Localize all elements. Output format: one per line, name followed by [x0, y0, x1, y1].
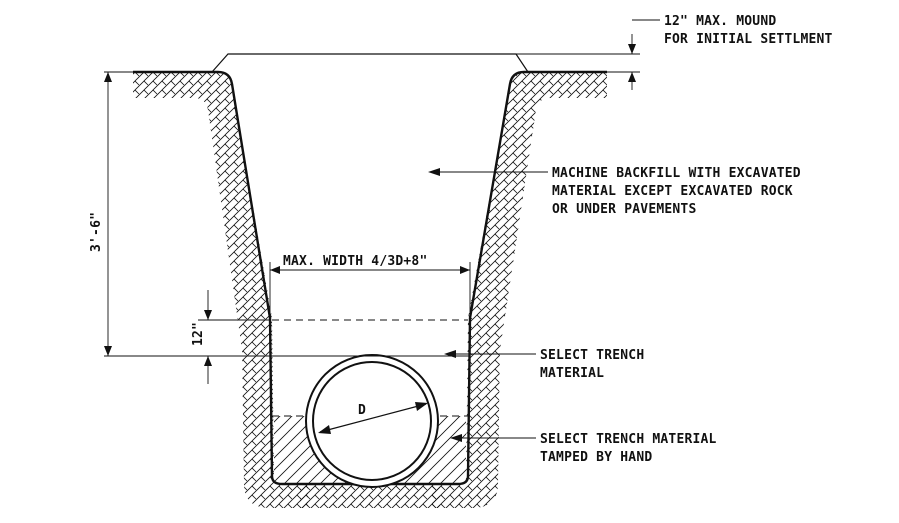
max-width-dimension	[269, 262, 471, 318]
depth-dimension	[104, 71, 470, 357]
backfill-label-line3: OR UNDER PAVEMENTS	[552, 202, 696, 217]
tamped-material-label-line1: SELECT TRENCH MATERIAL	[540, 432, 717, 447]
select-material-label-line2: MATERIAL	[540, 366, 604, 381]
tamped-material-label-line2: TAMPED BY HAND	[540, 450, 652, 465]
backfill-label-line1: MACHINE BACKFILL WITH EXCAVATED	[552, 166, 801, 181]
soil-hatch-bottom	[300, 484, 440, 508]
depth-label: 3'-6"	[89, 212, 104, 252]
backfill-leader	[428, 168, 548, 176]
mound-outline	[211, 53, 529, 73]
mound-dimension	[516, 19, 660, 90]
mound-label-line1: 12" MAX. MOUND	[664, 14, 776, 29]
pipe	[305, 354, 439, 488]
select-material-leader	[444, 350, 536, 358]
tamped-material-leader	[450, 434, 536, 442]
twelve-inch-label: 12"	[191, 322, 206, 346]
soil-hatch-right	[432, 72, 607, 508]
max-width-label: MAX. WIDTH 4/3D+8"	[283, 254, 427, 269]
mound-label-line2: FOR INITIAL SETTLMENT	[664, 32, 833, 47]
select-material-label-line1: SELECT TRENCH	[540, 348, 644, 363]
diameter-dimension	[318, 402, 428, 434]
backfill-label-line2: MATERIAL EXCEPT EXCAVATED ROCK	[552, 184, 793, 199]
twelve-inch-dimension	[198, 290, 270, 384]
soil-hatch-left	[133, 72, 308, 508]
pipe-diameter-label: D	[358, 403, 366, 418]
